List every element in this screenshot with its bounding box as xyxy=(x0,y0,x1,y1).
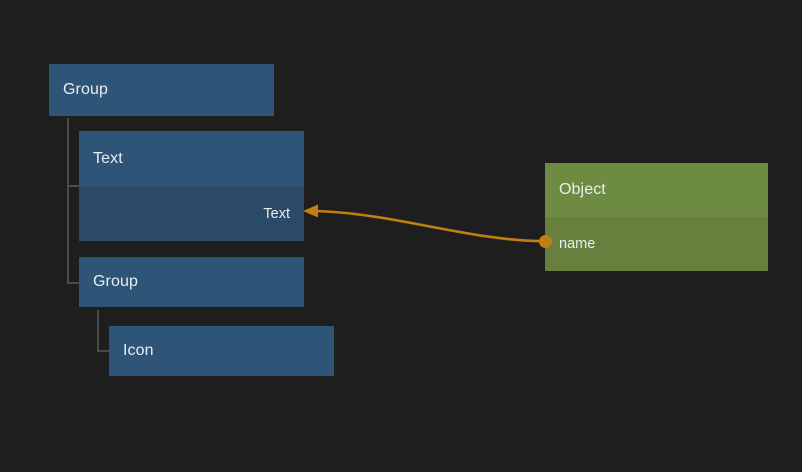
node-object-title: Object xyxy=(559,181,606,198)
node-object-body: name xyxy=(545,217,768,271)
node-text-row-label: Text xyxy=(263,205,290,222)
node-group-root-header[interactable]: Group xyxy=(49,64,274,116)
node-text-body: Text xyxy=(79,186,304,241)
tree-connector-to-group xyxy=(67,282,80,284)
connection-edge-path xyxy=(310,209,545,243)
node-text-row-text[interactable]: Text xyxy=(79,186,304,241)
node-group-root[interactable]: Group xyxy=(49,64,274,116)
node-object[interactable]: Object name xyxy=(545,163,768,271)
node-group-root-label: Group xyxy=(63,81,108,98)
node-object-row-label: name xyxy=(559,236,596,252)
node-icon-header[interactable]: Icon xyxy=(109,326,334,376)
node-icon[interactable]: Icon xyxy=(109,326,334,376)
node-group-child-label: Group xyxy=(93,273,138,290)
tree-connector-to-text xyxy=(67,185,80,187)
tree-connector-group-vertical xyxy=(97,310,99,352)
node-icon-label: Icon xyxy=(123,342,154,359)
node-text-header[interactable]: Text xyxy=(79,131,304,186)
node-group-child-header[interactable]: Group xyxy=(79,257,304,307)
node-object-header[interactable]: Object xyxy=(545,163,768,217)
node-group-child[interactable]: Group xyxy=(79,257,304,307)
node-text-label: Text xyxy=(93,149,123,167)
connection-arrowhead-icon xyxy=(303,204,318,218)
output-port-name-dot[interactable] xyxy=(539,235,552,248)
tree-connector-root-vertical xyxy=(67,118,69,284)
node-text[interactable]: Text Text xyxy=(79,131,304,241)
tree-connector-to-icon xyxy=(97,350,110,352)
node-object-row-name[interactable]: name xyxy=(545,217,768,271)
